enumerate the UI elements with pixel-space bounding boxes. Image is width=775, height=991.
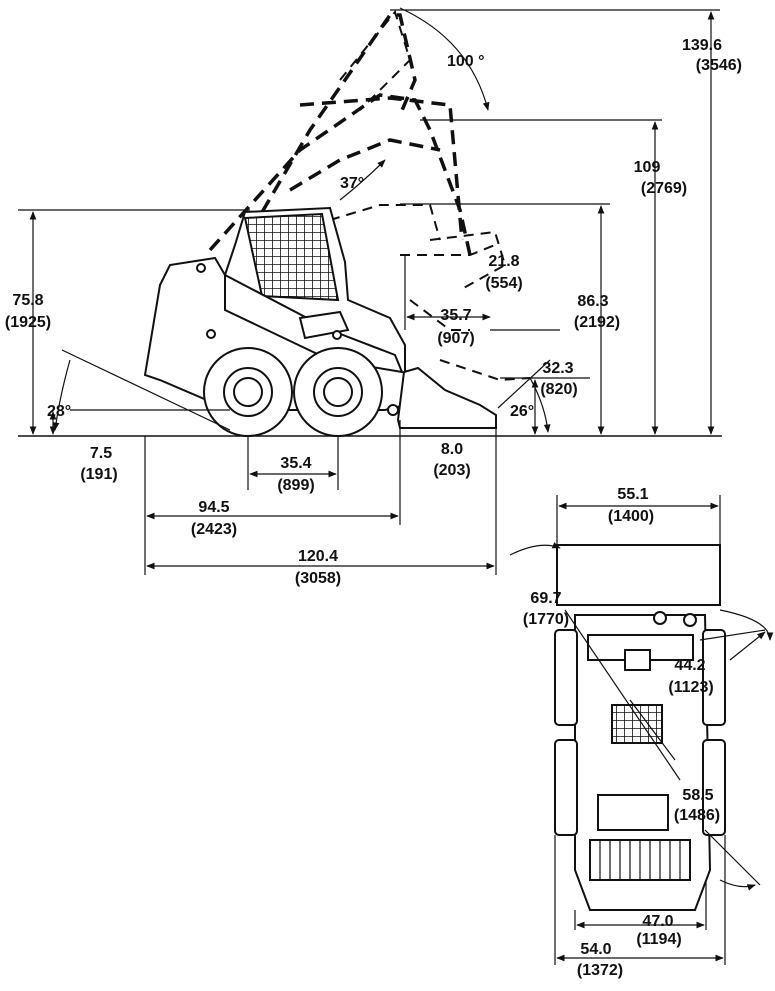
- rollback-height-label: 32.3: [542, 360, 573, 377]
- turn-radius-rear-metric-label: (1486): [674, 807, 720, 824]
- bucket-depth-metric-label: (203): [433, 462, 470, 479]
- rear-wheel: [203, 347, 293, 437]
- left-rear-tire: [554, 739, 578, 836]
- length-no-bucket-label: 94.5: [198, 499, 229, 516]
- overall-height-metric-label: (1925): [5, 314, 51, 331]
- overall-length-metric-label: (3058): [295, 570, 341, 587]
- hinge-pin-height-metric-label: (2769): [641, 180, 687, 197]
- rollback-height-metric-label: (820): [540, 381, 577, 398]
- dump-clearance-metric-label: (2192): [574, 314, 620, 331]
- tread-width-metric-label: (1194): [636, 931, 681, 948]
- bucket-width-metric-label: (1400): [608, 508, 654, 525]
- dump-angle-label: 100 °: [447, 53, 485, 70]
- skid-steer-body: [143, 206, 497, 437]
- radiator-fins: [599, 840, 681, 880]
- overall-length-label: 120.4: [298, 548, 338, 565]
- dump-clearance-label: 86.3: [577, 293, 608, 310]
- bucket: [396, 366, 497, 429]
- top-cab-grid: [611, 704, 663, 744]
- ground-clearance-metric-label: (191): [80, 466, 117, 483]
- ground-clearance-label: 7.5: [90, 445, 112, 462]
- top-chassis: [574, 614, 712, 911]
- bucket-angle-label: 26°: [510, 403, 534, 420]
- top-view: 55.1 (1400) 69.7 (1770) 44.2 (1123) 58.5…: [509, 486, 774, 979]
- turn-radius-front-metric-label: (1770): [523, 611, 569, 628]
- max-height-label: 139.6: [682, 37, 722, 54]
- wheelbase-label: 35.4: [280, 455, 311, 472]
- turn-radius-no-bucket-metric-label: (1123): [668, 679, 713, 696]
- cab-cage: [243, 212, 340, 302]
- raised-arm-outline: [208, 9, 531, 382]
- tread-width-label: 47.0: [642, 913, 673, 930]
- overall-width-metric-label: (1372): [577, 962, 623, 979]
- length-no-bucket-metric-label: (2423): [191, 521, 237, 538]
- side-view: 100 ° 139.6 (3546) 109 (2769) 37° 21.8 (…: [5, 7, 742, 587]
- bucket-depth-label: 8.0: [441, 441, 463, 458]
- dump-reach-label: 21.8: [488, 253, 519, 270]
- turn-radius-rear-label: 58.5: [682, 787, 713, 804]
- turn-radius-front-label: 69.7: [530, 590, 561, 607]
- departure-angle-label: 28°: [47, 403, 71, 420]
- max-height-metric-label: (3546): [696, 57, 742, 74]
- rollback-angle-label: 37°: [340, 175, 364, 192]
- hinge-pin-height-label: 109: [634, 159, 661, 176]
- left-front-tire: [554, 629, 578, 726]
- overall-width-label: 54.0: [580, 941, 611, 958]
- dump-distance-metric-label: (907): [437, 330, 474, 347]
- wheelbase-metric-label: (899): [277, 477, 314, 494]
- dump-distance-label: 35.7: [440, 307, 471, 324]
- right-front-tire: [702, 629, 726, 726]
- turn-radius-no-bucket-label: 44.2: [674, 657, 705, 674]
- bucket-width-label: 55.1: [617, 486, 648, 503]
- overall-height-label: 75.8: [12, 292, 43, 309]
- front-wheel: [293, 347, 383, 437]
- top-bucket: [556, 544, 721, 606]
- right-rear-tire: [702, 739, 726, 836]
- dump-reach-metric-label: (554): [485, 275, 522, 292]
